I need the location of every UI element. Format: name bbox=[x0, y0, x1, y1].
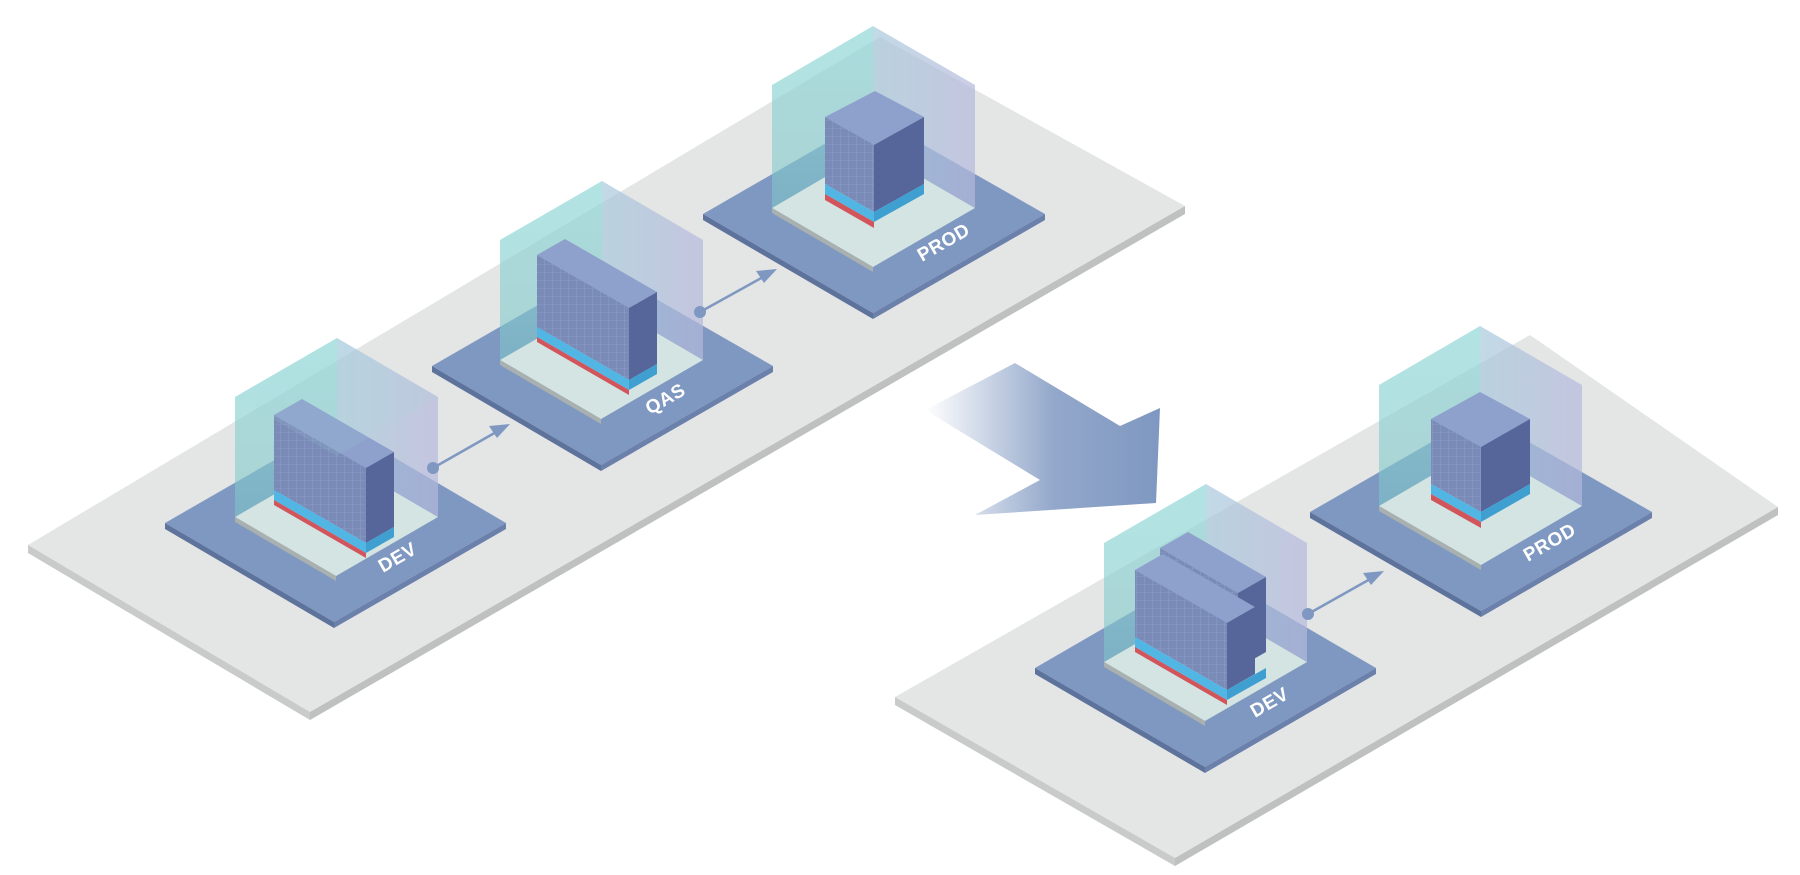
module-prod-before: PROD bbox=[703, 26, 1045, 319]
before-landscape: DEV QAS bbox=[28, 26, 1185, 720]
server-stack bbox=[825, 91, 924, 228]
module-dev-before: DEV bbox=[165, 338, 506, 628]
module-dev-after: DEV bbox=[1035, 484, 1376, 773]
server-stack bbox=[1431, 392, 1530, 528]
module-prod-after: PROD bbox=[1310, 326, 1652, 617]
flow-arrow-icon bbox=[427, 424, 510, 474]
server-stack bbox=[274, 399, 394, 558]
flow-arrow-icon bbox=[1302, 571, 1384, 620]
platform-before-edge-right bbox=[310, 206, 1185, 720]
server-stack bbox=[537, 239, 657, 395]
platform-after-edge-right bbox=[1175, 507, 1778, 866]
platform-before-edge-left bbox=[28, 545, 310, 720]
server-stack bbox=[1135, 554, 1266, 705]
platform-after-edge-left bbox=[895, 697, 1175, 866]
module-qas-before: QAS bbox=[432, 181, 773, 471]
flow-arrow-icon bbox=[694, 269, 777, 318]
after-landscape: DEV PROD bbox=[895, 326, 1778, 866]
transition-arrow-icon bbox=[925, 363, 1160, 515]
